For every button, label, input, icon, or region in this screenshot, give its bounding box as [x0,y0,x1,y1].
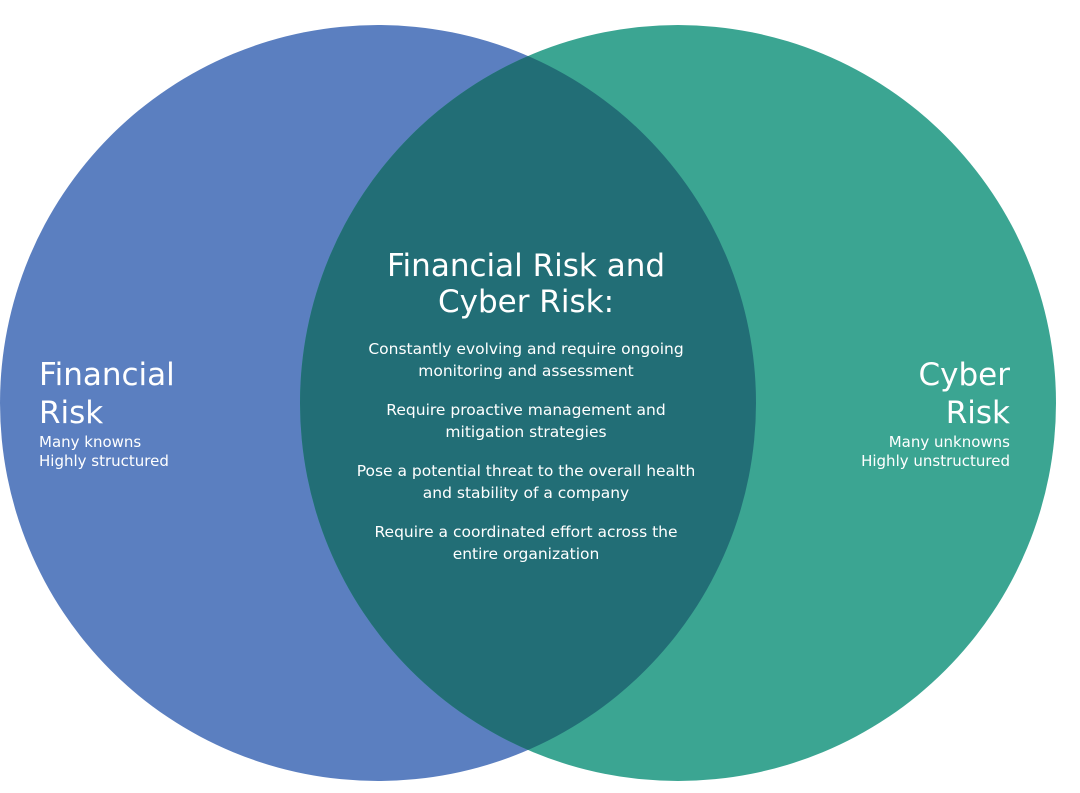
intersection-title-line2: Cyber Risk: [437,284,615,320]
shared-trait-line2: mitigation strategies [445,423,607,441]
cyber-risk-title-line2: Risk [945,395,1010,431]
overlap-region [300,25,756,781]
shared-trait-line2: monitoring and assessment [418,362,634,380]
financial-risk-desc-line2: Highly structured [39,452,169,470]
shared-trait-line1: Require a coordinated effort across the [374,523,678,541]
shared-trait-item: Require a coordinated effort across the … [340,521,712,565]
shared-trait-line1: Constantly evolving and require ongoing [368,340,684,358]
financial-risk-title-line1: Financial [39,357,175,393]
shared-trait-line2: and stability of a company [422,484,630,502]
intersection-title: Financial Risk and Cyber Risk: [340,248,712,320]
cyber-risk-desc-line1: Many unknowns [888,433,1010,451]
shared-trait-line1: Require proactive management and [386,401,666,419]
cyber-risk-desc-line2: Highly unstructured [861,452,1010,470]
shared-trait-line2: entire organization [452,545,600,563]
shared-trait-item: Constantly evolving and require ongoing … [340,338,712,382]
cyber-risk-title-line1: Cyber [918,357,1011,393]
shared-trait-item: Pose a potential threat to the overall h… [340,460,712,504]
financial-risk-label: Financial Risk Many knowns Highly struct… [39,357,269,471]
intersection-title-line1: Financial Risk and [386,248,666,284]
shared-trait-item: Require proactive management and mitigat… [340,399,712,443]
cyber-risk-label: Cyber Risk Many unknowns Highly unstruct… [790,357,1010,471]
intersection-label: Financial Risk and Cyber Risk: Constantl… [340,248,712,582]
financial-risk-desc-line1: Many knowns [39,433,142,451]
financial-risk-title-line2: Risk [39,395,104,431]
shared-trait-line1: Pose a potential threat to the overall h… [356,462,696,480]
